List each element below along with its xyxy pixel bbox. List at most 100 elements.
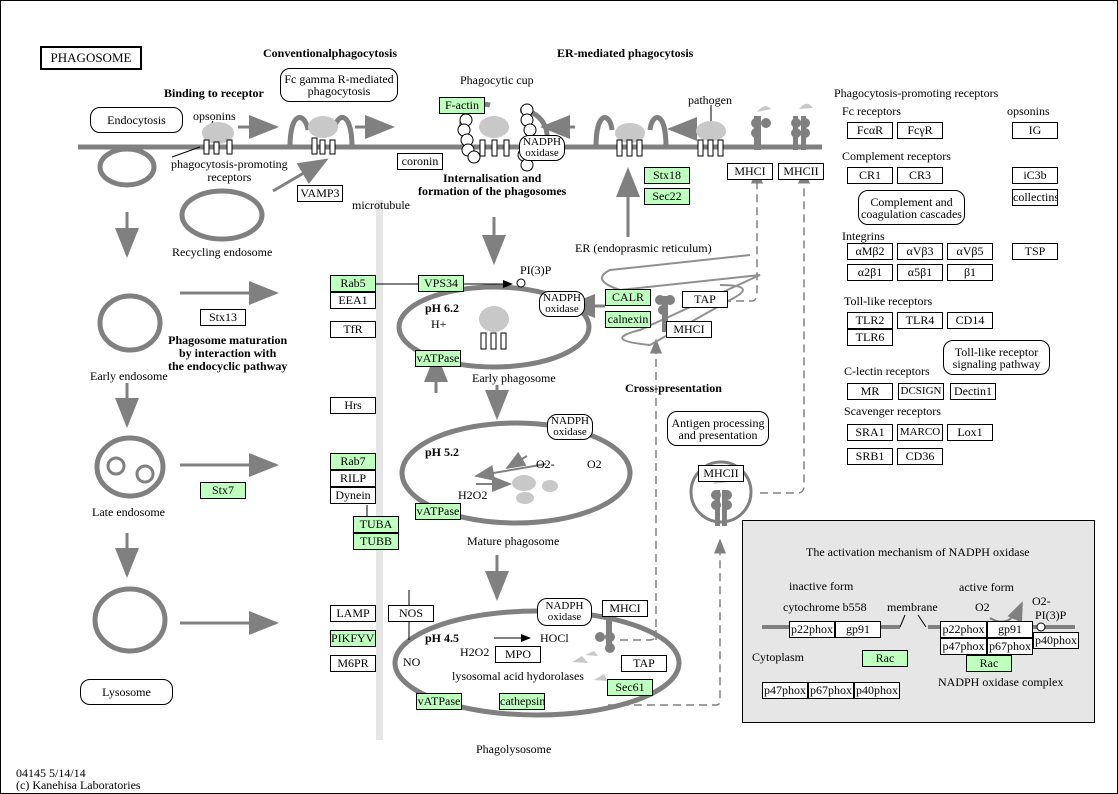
label-lysosomal-hydrolases: lysosomal acid hydorolases — [452, 669, 584, 683]
microtubule-bar — [376, 200, 383, 740]
label-no: NO — [403, 655, 421, 669]
gene-pikfyve[interactable]: PIKFYVE — [330, 630, 376, 647]
gene-rac-inactive[interactable]: Rac — [862, 650, 908, 667]
gene-mpo[interactable]: MPO — [495, 646, 541, 663]
gene-stx7[interactable]: Stx7 — [200, 482, 246, 499]
gene-cr1[interactable]: CR1 — [847, 167, 893, 184]
label-h2o2-lyso: H2O2 — [460, 645, 490, 659]
label-nadph-complex: NADPH oxidase complex — [938, 675, 1064, 689]
gene-tlr4[interactable]: TLR4 — [897, 312, 943, 329]
gene-collectins[interactable]: collectins — [1012, 189, 1058, 206]
gene-mhci-top[interactable]: MHCI — [727, 163, 773, 180]
gene-avb5[interactable]: αVβ5 — [947, 243, 993, 260]
gene-calr[interactable]: CALR — [605, 289, 651, 306]
gene-cathepsin[interactable]: cathepsin — [499, 693, 545, 710]
gene-lamp[interactable]: LAMP — [330, 605, 376, 622]
nadph-oxidase-early[interactable]: NADPH oxidase — [539, 291, 585, 317]
gene-p22phox-active[interactable]: p22phox — [940, 621, 987, 638]
gene-tuba[interactable]: TUBA — [353, 516, 399, 533]
gene-sra1[interactable]: SRA1 — [847, 424, 893, 441]
gene-srb1[interactable]: SRB1 — [847, 448, 893, 465]
gene-sec22[interactable]: Sec22 — [644, 188, 690, 205]
gene-vamp3[interactable]: VAMP3 — [297, 185, 343, 202]
gene-tap-er[interactable]: TAP — [682, 291, 728, 308]
gene-p47phox-inactive[interactable]: p47phox — [762, 682, 808, 699]
nadph-oxidase-mature[interactable]: NADPH oxidase — [547, 414, 593, 440]
gene-calnexin[interactable]: calnexin — [605, 311, 651, 328]
receptor-group-complement: Complement receptors — [842, 149, 951, 163]
receptor-group-fc: Fc receptors — [842, 104, 901, 118]
gene-coronin[interactable]: coronin — [397, 153, 443, 170]
link-tlr-pathway[interactable]: Toll-like receptor signaling pathway — [943, 340, 1050, 375]
link-complement[interactable]: Complement and coagulation cascades — [858, 190, 965, 225]
gene-p47phox-active[interactable]: p47phox — [940, 638, 987, 655]
endocytosis-vesicle — [97, 146, 157, 188]
gene-tap-lyso[interactable]: TAP — [621, 655, 667, 672]
gene-p40phox-active[interactable]: p40phox — [1033, 632, 1079, 649]
gene-marco[interactable]: MARCO — [897, 424, 943, 441]
gene-tsp[interactable]: TSP — [1012, 243, 1058, 260]
gene-cr3[interactable]: CR3 — [897, 167, 943, 184]
gene-fcgr[interactable]: FcγR — [897, 122, 943, 139]
gene-eea1[interactable]: EEA1 — [330, 292, 376, 309]
gene-dynein[interactable]: Dynein — [330, 487, 376, 504]
gene-rilp[interactable]: RILP — [330, 470, 376, 487]
gene-vatpase-early[interactable]: vATPase — [415, 350, 461, 367]
gene-tubb[interactable]: TUBB — [353, 533, 399, 550]
gene-mhcii-vesicle[interactable]: MHCII — [698, 465, 744, 482]
gene-fcar[interactable]: FcαR — [847, 122, 893, 139]
gene-a2b1[interactable]: α2β1 — [847, 264, 893, 281]
gene-rab5[interactable]: Rab5 — [330, 275, 376, 292]
link-antigen-processing[interactable]: Antigen processing and presentation — [667, 411, 769, 446]
nadph-oxidase-cup[interactable]: NADPH oxidase — [519, 135, 565, 161]
gene-gp91-inactive[interactable]: gp91 — [835, 621, 881, 638]
label-phagocytic-cup: Phagocytic cup — [460, 73, 534, 87]
gene-lox1[interactable]: Lox1 — [947, 424, 993, 441]
gene-gp91-active[interactable]: gp91 — [987, 621, 1033, 638]
gene-p67phox-active[interactable]: p67phox — [987, 638, 1033, 655]
gene-ig[interactable]: IG — [1012, 122, 1058, 139]
gene-dcsign[interactable]: DCSIGN — [898, 383, 944, 400]
label-er: ER (endoprasmic reticulum) — [575, 241, 712, 255]
gene-cd36[interactable]: CD36 — [897, 448, 943, 465]
gene-nos[interactable]: NOS — [388, 605, 434, 622]
gene-ic3b[interactable]: iC3b — [1012, 167, 1058, 184]
link-lysosome[interactable]: Lysosome — [80, 679, 173, 705]
receptor-group-scavenger: Scavenger receptors — [844, 404, 941, 418]
gene-mhci-lyso[interactable]: MHCI — [602, 600, 648, 617]
gene-cd14[interactable]: CD14 — [947, 312, 993, 329]
gene-rab7[interactable]: Rab7 — [330, 453, 376, 470]
gene-factin[interactable]: F-actin — [439, 97, 485, 114]
gene-vatpase-lyso[interactable]: vATPase — [416, 693, 462, 710]
gene-avb3[interactable]: αVβ3 — [897, 243, 943, 260]
gene-tfr[interactable]: TfR — [330, 321, 376, 338]
footer-copyright: (c) Kanehisa Laboratories — [16, 778, 141, 792]
gene-dectin1[interactable]: Dectin1 — [950, 383, 996, 400]
nadph-oxidase-lyso[interactable]: NADPH oxidase — [537, 598, 592, 626]
gene-p22phox-inactive[interactable]: p22phox — [789, 621, 835, 638]
gene-hrs[interactable]: Hrs — [330, 397, 376, 414]
link-fc-gamma[interactable]: Fc gamma R-mediated phagocytosis — [280, 68, 398, 102]
label-ph62: pH 6.2 — [425, 301, 460, 315]
link-endocytosis[interactable]: Endocytosis — [90, 107, 183, 133]
gene-b1[interactable]: β1 — [947, 264, 993, 281]
gene-vps34[interactable]: VPS34 — [418, 275, 464, 292]
gene-stx18[interactable]: Stx18 — [644, 167, 690, 184]
gene-mhcii-top[interactable]: MHCII — [778, 163, 824, 180]
gene-amb2[interactable]: αMβ2 — [847, 243, 893, 260]
gene-m6pr[interactable]: M6PR — [330, 655, 376, 672]
gene-vatpase-mature[interactable]: vATPase — [415, 503, 461, 520]
gene-tlr6[interactable]: TLR6 — [847, 329, 893, 346]
gene-tlr2[interactable]: TLR2 — [847, 312, 893, 329]
gene-p67phox-inactive[interactable]: p67phox — [808, 682, 854, 699]
gene-a5b1[interactable]: α5β1 — [897, 264, 943, 281]
gene-mr[interactable]: MR — [847, 383, 893, 400]
label-recycling-endosome: Recycling endosome — [172, 245, 273, 259]
label-ph52: pH 5.2 — [425, 445, 460, 459]
gene-sec61[interactable]: Sec61 — [607, 679, 653, 696]
gene-stx13[interactable]: Stx13 — [200, 309, 246, 326]
gene-p40phox-inactive[interactable]: p40phox — [854, 682, 900, 699]
label-opsonins: opsonins — [193, 109, 236, 123]
gene-mhci-er[interactable]: MHCI — [666, 321, 712, 338]
gene-rac-active[interactable]: Rac — [966, 655, 1012, 672]
